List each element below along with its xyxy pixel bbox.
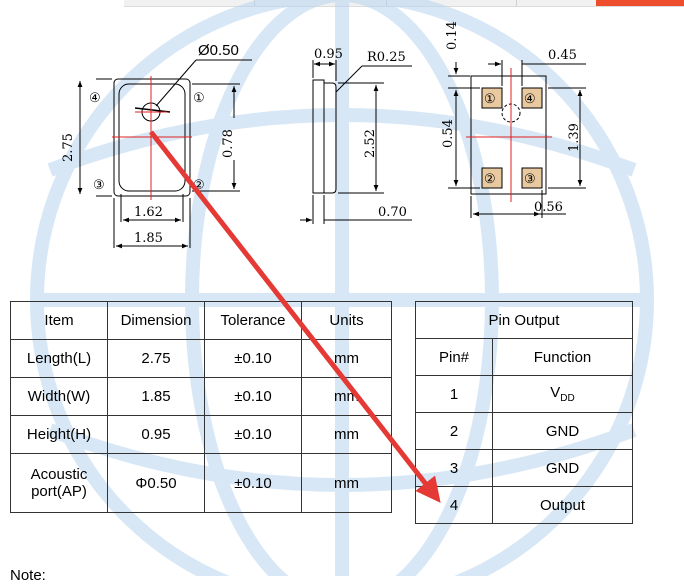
cell-item: Length(L) (10, 339, 108, 378)
table-title-row: Pin Output (415, 301, 633, 339)
table-row: 3 GND (415, 449, 633, 487)
cell-dimension: 2.75 (107, 339, 205, 378)
bottom-gap-label: 0.45 (548, 48, 577, 63)
cell-function: GND (492, 412, 633, 450)
header-pin: Pin# (415, 338, 493, 376)
toolbar-accent-tab[interactable] (596, 0, 684, 6)
table-row: Acoustic port(AP) Φ0.50 ±0.10 mm (10, 453, 392, 513)
cell-units: mm (301, 377, 392, 416)
pin-output-table: Pin Output Pin# Function 1 VDD 2 GND 3 G… (415, 301, 633, 524)
cell-pin: 1 (415, 375, 493, 413)
cell-dimension: Φ0.50 (107, 453, 205, 513)
bottom-top-margin-label: 0.14 (445, 21, 460, 50)
cell-function: GND (492, 449, 633, 487)
vdd-sub: DD (560, 393, 575, 404)
cell-tolerance: ±0.10 (204, 377, 302, 416)
cell-function: VDD (492, 375, 633, 413)
cell-item: Width(W) (10, 377, 108, 416)
cell-tolerance: ±0.10 (204, 453, 302, 513)
pin1-marker: ① (193, 91, 205, 106)
header-tolerance: Tolerance (204, 301, 302, 340)
cell-pin: 4 (415, 486, 493, 524)
side-length-label: 2.52 (363, 129, 378, 158)
cell-pin: 2 (415, 412, 493, 450)
cell-item: Height(H) (10, 415, 108, 454)
item-line: port(AP) (31, 483, 87, 500)
table-row: Length(L) 2.75 ±0.10 mm (10, 339, 392, 378)
cell-function: Output (492, 486, 633, 524)
cell-dimension: 1.85 (107, 377, 205, 416)
pad2-marker: ② (484, 172, 496, 187)
pad4-marker: ④ (524, 92, 536, 107)
width-label: 1.85 (134, 231, 163, 246)
header-function: Function (492, 338, 633, 376)
header-units: Units (301, 301, 392, 340)
table-row: Width(W) 1.85 ±0.10 mm (10, 377, 392, 416)
dimension-table: Item Dimension Tolerance Units Length(L)… (10, 301, 392, 513)
header-item: Item (10, 301, 108, 340)
pad3-marker: ③ (524, 172, 536, 187)
side-view (300, 60, 412, 224)
cell-units: mm (301, 415, 392, 454)
cell-tolerance: ±0.10 (204, 415, 302, 454)
acoustic-port-label: Ø0.50 (198, 42, 239, 59)
table-row: 4 Output (415, 486, 633, 524)
pin2-marker: ② (193, 178, 205, 193)
cell-item: Acoustic port(AP) (10, 453, 108, 513)
bottom-span-x-label: 0.56 (534, 200, 563, 215)
cell-pin: 3 (415, 449, 493, 487)
bottom-span-y-label: 1.39 (567, 123, 582, 152)
table-row: Height(H) 0.95 ±0.10 mm (10, 415, 392, 454)
bottom-view (448, 60, 586, 218)
side-foot-label: 0.70 (378, 205, 407, 220)
pin4-marker: ④ (89, 91, 101, 106)
table-header-row: Pin# Function (415, 338, 633, 376)
toolbar-divider (516, 0, 517, 6)
note-label: Note: (10, 567, 46, 584)
side-radius-label: R0.25 (367, 50, 406, 65)
cell-tolerance: ±0.10 (204, 339, 302, 378)
pin-table-title: Pin Output (415, 301, 633, 339)
cell-units: mm (301, 453, 392, 513)
table-row: 1 VDD (415, 375, 633, 413)
length-label: 2.75 (61, 133, 76, 162)
bottom-view-centerlines (466, 68, 552, 202)
vdd-main: V (550, 384, 561, 401)
bottom-pitch-label: 0.54 (441, 119, 456, 148)
height-right-label: 0.78 (221, 129, 236, 158)
item-line: Acoustic (30, 466, 88, 483)
cell-units: mm (301, 339, 392, 378)
table-header-row: Item Dimension Tolerance Units (10, 301, 392, 340)
side-height-label: 0.95 (314, 47, 343, 62)
table-row: 2 GND (415, 412, 633, 450)
pin3-marker: ③ (93, 178, 105, 193)
cell-dimension: 0.95 (107, 415, 205, 454)
pad1-marker: ① (484, 92, 496, 107)
header-dimension: Dimension (107, 301, 205, 340)
inner-width-label: 1.62 (134, 205, 163, 220)
